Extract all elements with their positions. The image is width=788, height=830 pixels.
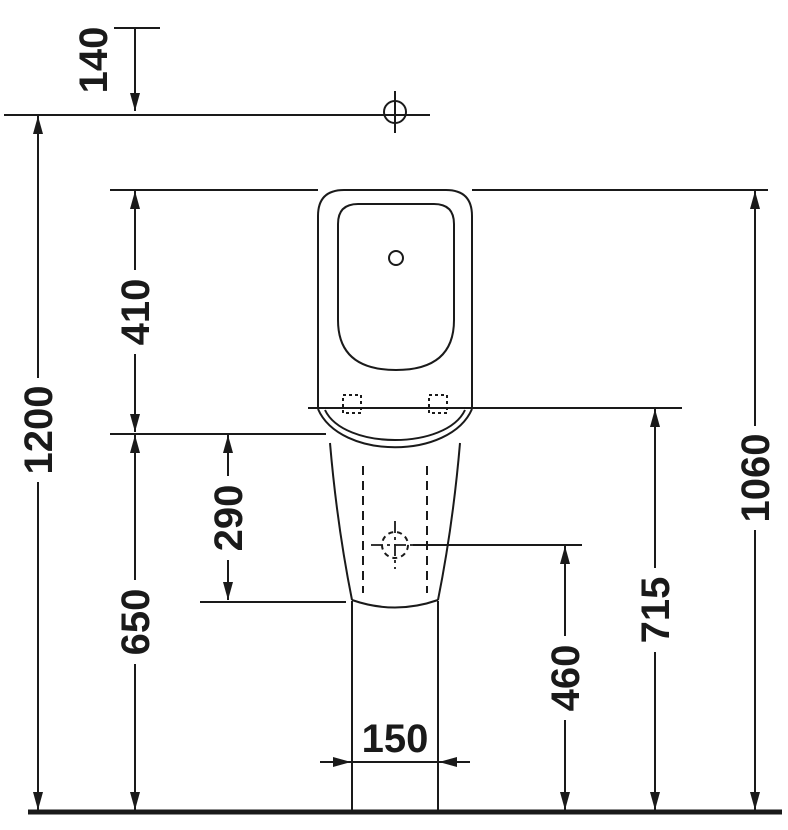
label-mask-150 bbox=[353, 717, 437, 757]
urinal-outer-outline bbox=[317, 189, 473, 408]
reference-lines bbox=[4, 114, 782, 815]
label-mask-460 bbox=[544, 636, 586, 720]
dimension-lines bbox=[33, 27, 760, 810]
dim-label-140: 140 bbox=[72, 27, 116, 94]
label-mask-715 bbox=[634, 568, 676, 652]
urinal-body bbox=[317, 189, 473, 810]
dimension-labels: 140 1200 410 650 290 460 715 1060 bbox=[17, 27, 778, 761]
bowl-front-arc-outer bbox=[317, 408, 473, 449]
dim-label-715: 715 bbox=[634, 577, 678, 644]
inner-basin-outline bbox=[337, 203, 455, 371]
bowl-front-arc-inner bbox=[324, 409, 466, 441]
connection-symbols bbox=[371, 91, 419, 569]
fixing-hole-right bbox=[428, 394, 448, 414]
lower-body-left bbox=[329, 442, 353, 601]
label-mask-1060 bbox=[734, 426, 776, 530]
body-bottom-edge bbox=[351, 599, 439, 609]
label-mask-1200 bbox=[17, 378, 59, 482]
dim-label-410: 410 bbox=[114, 279, 158, 346]
label-mask-290 bbox=[207, 476, 249, 560]
dim-label-650: 650 bbox=[114, 589, 158, 656]
dim-label-1060: 1060 bbox=[734, 434, 778, 523]
label-mask-410 bbox=[114, 270, 156, 354]
label-mask-650 bbox=[114, 580, 156, 664]
spray-hole bbox=[388, 250, 404, 266]
dim-label-460: 460 bbox=[544, 645, 588, 712]
lower-body-right bbox=[437, 442, 461, 601]
dim-label-150: 150 bbox=[362, 717, 429, 761]
dim-label-290: 290 bbox=[207, 485, 251, 552]
fixing-hole-left bbox=[342, 394, 362, 414]
dim-label-1200: 1200 bbox=[17, 386, 61, 475]
